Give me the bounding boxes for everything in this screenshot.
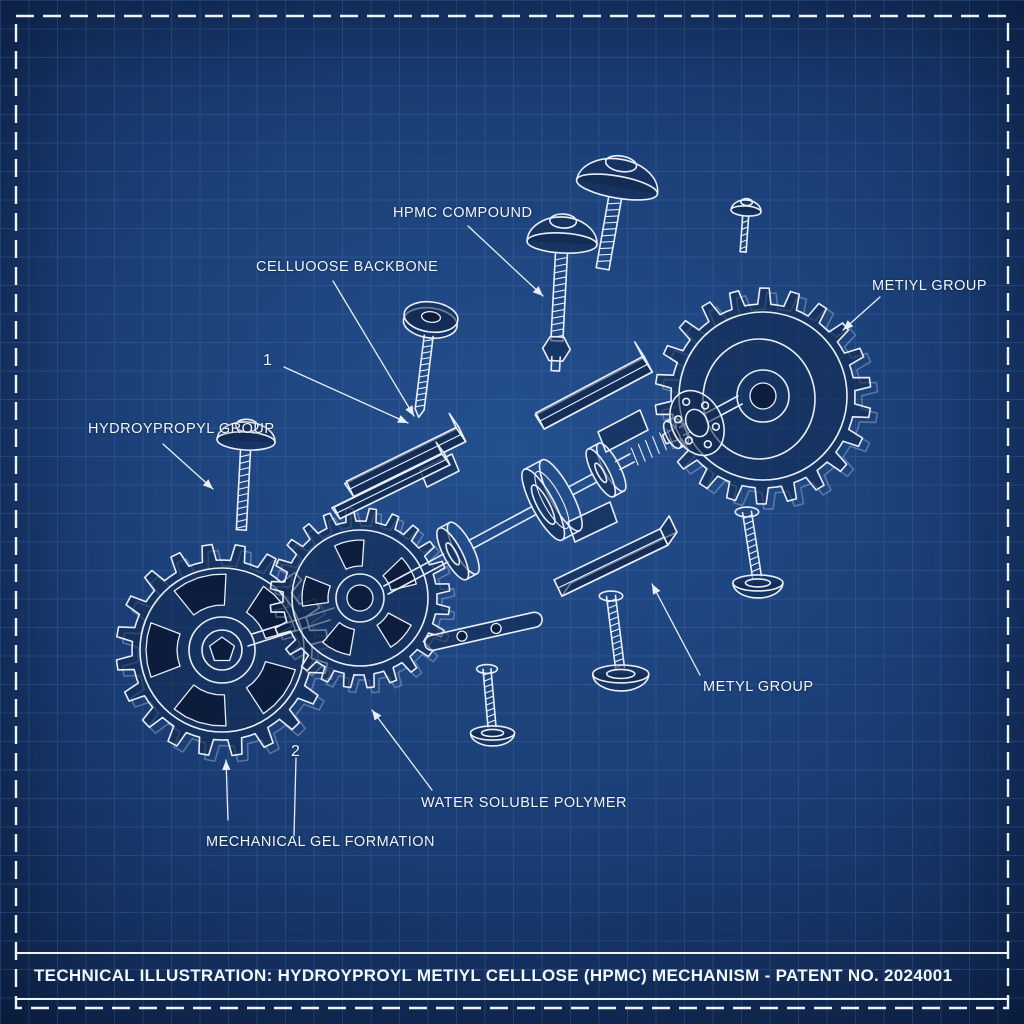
channel-rail-lower-right [553,515,678,597]
link-bar [423,611,543,652]
channel-rail-upper-right [534,341,653,430]
gear-middle [269,507,456,694]
screw-top-center [526,213,598,372]
stud-bottom-center [469,663,516,747]
callout-2: 2 [291,743,301,760]
screw-top-right-small [730,197,762,253]
gear-left [115,543,335,763]
shaft-disc [585,442,627,498]
label-water-soluble-polymer: WATER SOLUBLE POLYMER [421,795,628,811]
title-bar: TECHNICAL ILLUSTRATION: HYDROYPROYL METI… [16,952,1008,1000]
screw-cellulose [402,300,459,419]
title-text: TECHNICAL ILLUSTRATION: HYDROYPROYL METI… [34,966,953,985]
stud-middle [591,590,650,692]
channel-rail-lower-left [331,441,451,520]
label-hydroxypropyl-group: HYDROYPROPYL GROUP [88,421,275,437]
leader-lines [162,225,881,837]
shaft-bolt-flange [669,389,725,457]
label-hpmc-compound: HPMC COMPOUND [393,205,533,221]
channel-rail-upper-left [343,412,467,498]
label-methyl-group-lower: METYL GROUP [703,679,814,695]
label-cellulose-backbone: CELLUOOSE BACKBONE [256,259,439,275]
stud-right [732,506,784,599]
callout-1: 1 [263,352,273,369]
label-methyl-group-upper: METIYL GROUP [872,278,988,294]
shaft-collar-knurled [436,521,480,581]
mechanism-assembly [115,154,881,837]
shaft-pulley [521,458,583,542]
screw-left [216,418,276,531]
screw-top-large [575,154,659,271]
dashed-border [14,14,1010,1010]
label-mechanical-gel-formation: MECHANICAL GEL FORMATION [206,834,435,850]
